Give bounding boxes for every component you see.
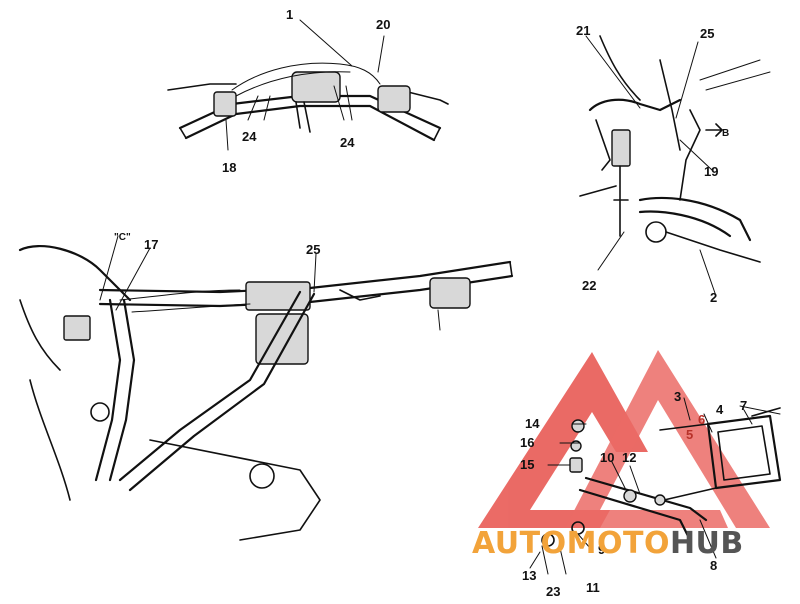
callout-25-mid: 25 <box>306 242 320 257</box>
watermark-triangle-right <box>565 350 770 528</box>
callout-11: 11 <box>586 580 600 595</box>
callout-14: 14 <box>525 416 540 431</box>
frame-wiring-harness <box>18 235 514 541</box>
svg-text:AUTOMOTOHUB: AUTOMOTOHUB <box>472 526 744 561</box>
handlebar-assembly <box>167 19 449 151</box>
watermark-hub: HUB <box>670 526 744 561</box>
callout-13: 13 <box>522 568 536 583</box>
tail-light-exploded <box>529 397 782 575</box>
callout-1: 1 <box>286 7 293 22</box>
callout-9: 9 <box>598 542 605 557</box>
watermark-logo <box>478 350 770 528</box>
callout-3: 3 <box>674 389 681 404</box>
callout-4: 4 <box>716 402 724 417</box>
watermark-moto: MOTO <box>567 526 670 561</box>
note-arrow-b: B <box>722 128 729 139</box>
note-view-c: "C" <box>114 232 131 243</box>
callout-5: 5 <box>686 427 693 442</box>
callout-labels: 1 20 24 24 18 21 25 19 22 2 B "C" 17 25 … <box>114 7 747 599</box>
callout-2: 2 <box>710 290 717 305</box>
watermark-auto: AUTO <box>472 526 567 561</box>
callout-18: 18 <box>222 160 236 175</box>
callout-24-right: 24 <box>340 135 355 150</box>
callout-17: 17 <box>144 237 158 252</box>
callout-8: 8 <box>710 558 717 573</box>
callout-12: 12 <box>622 450 636 465</box>
callout-21: 21 <box>576 23 590 38</box>
callout-10: 10 <box>600 450 614 465</box>
callout-24-left: 24 <box>242 129 257 144</box>
callout-20: 20 <box>376 17 390 32</box>
callout-23: 23 <box>546 584 560 599</box>
callout-25-top: 25 <box>700 26 714 41</box>
brake-switch-assembly <box>579 35 771 297</box>
callout-6: 6 <box>698 412 705 427</box>
callout-16: 16 <box>520 435 534 450</box>
watermark-text: AUTOMOTOHUB <box>472 526 744 561</box>
callout-7: 7 <box>740 398 747 413</box>
callout-19: 19 <box>704 164 718 179</box>
watermark-triangle-left <box>478 352 648 528</box>
callout-15: 15 <box>520 457 534 472</box>
callout-22: 22 <box>582 278 596 293</box>
